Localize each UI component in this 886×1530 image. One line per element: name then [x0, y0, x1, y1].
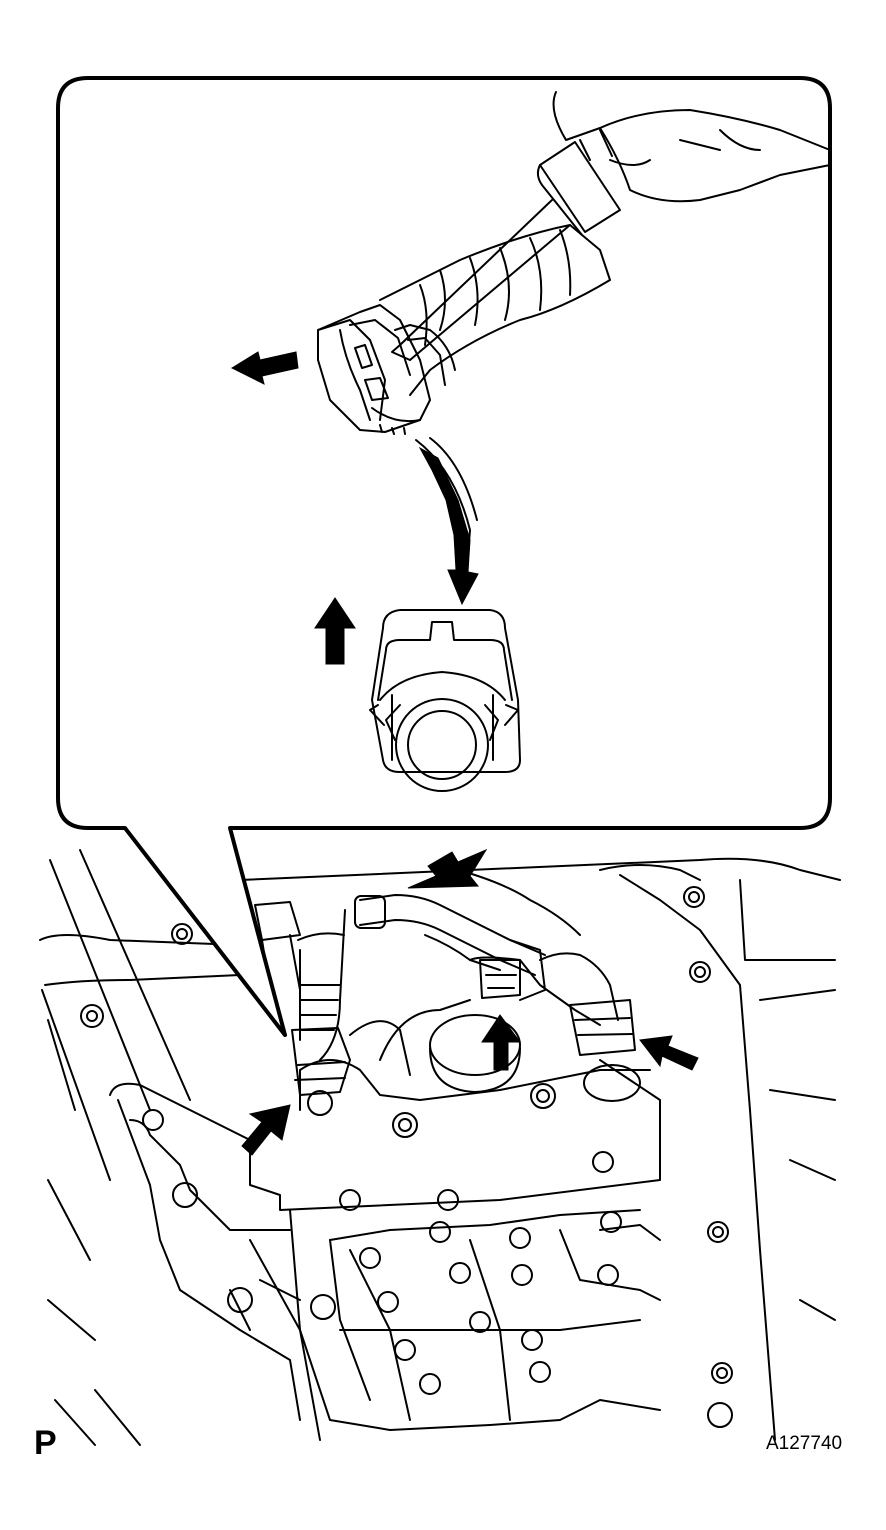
inset-arrows — [232, 352, 478, 664]
connector-arrows — [242, 850, 698, 1155]
arrow-right-connector — [640, 1036, 698, 1070]
arrow-rotate-down — [420, 448, 478, 604]
arrow-left-connector — [242, 1105, 290, 1155]
inset-callout — [58, 78, 830, 1035]
arrow-top-connector — [408, 850, 486, 888]
arrow-center-connector — [482, 1015, 520, 1070]
transmission-valve-body-view — [40, 850, 840, 1445]
view-label: P — [34, 1424, 57, 1462]
inset-detail — [318, 92, 830, 791]
arrow-push-up — [315, 598, 355, 664]
arrow-pull-left — [232, 352, 298, 384]
figure-id: A127740 — [766, 1433, 843, 1454]
